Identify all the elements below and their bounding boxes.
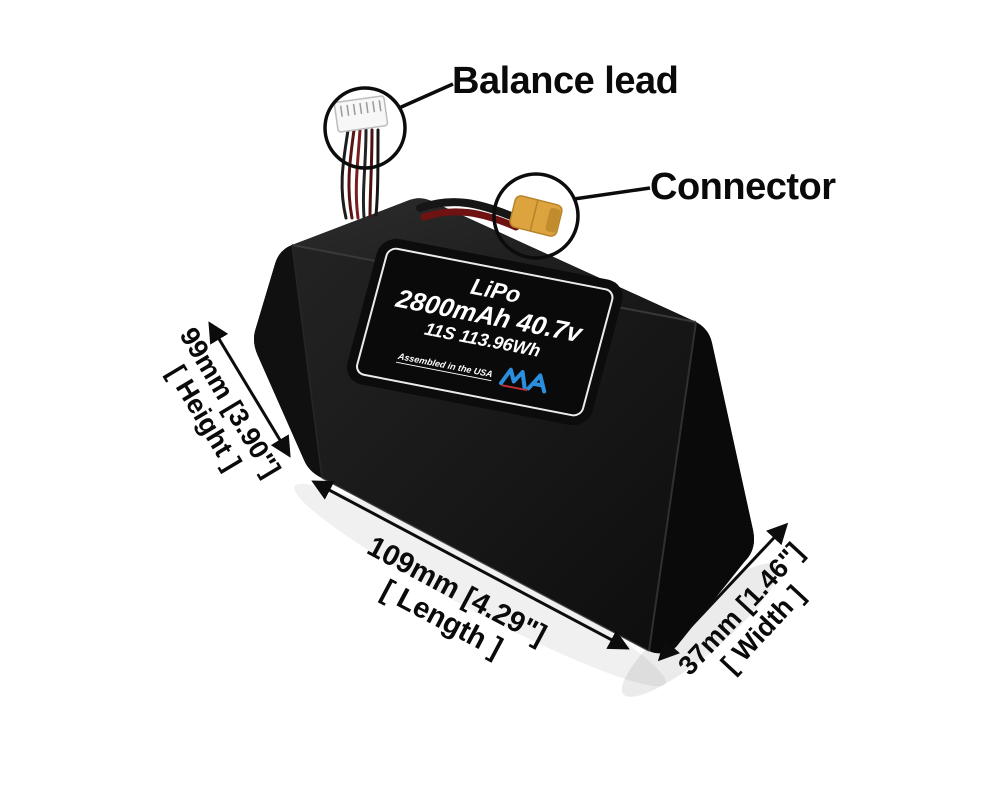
callout-marks — [323, 82, 651, 260]
balance-lead-wires — [340, 128, 380, 220]
width-arrow — [657, 522, 789, 662]
balance-lead-circle — [323, 86, 407, 170]
label-bottom-row: Assembled in the USA — [394, 344, 553, 400]
balance-lead-leader-line — [398, 82, 454, 110]
connector-circle — [492, 172, 580, 260]
battery-label-panel: LiPo 2800mAh 40.7v 11S 113.96Wh Assemble… — [353, 246, 616, 419]
main-lead-wires — [416, 198, 520, 231]
connector-label: Connector — [650, 166, 836, 208]
connector-leader-line — [573, 186, 651, 201]
height-arrow — [208, 321, 291, 458]
length-arrow — [311, 480, 630, 650]
maxamps-logo-icon — [496, 364, 554, 400]
dimension-arrows — [208, 321, 789, 662]
balance-lead-label: Balance lead — [452, 60, 679, 102]
balance-connector — [333, 95, 389, 133]
xt-connector — [509, 195, 563, 237]
assembled-in-usa-text: Assembled in the USA — [396, 351, 494, 382]
